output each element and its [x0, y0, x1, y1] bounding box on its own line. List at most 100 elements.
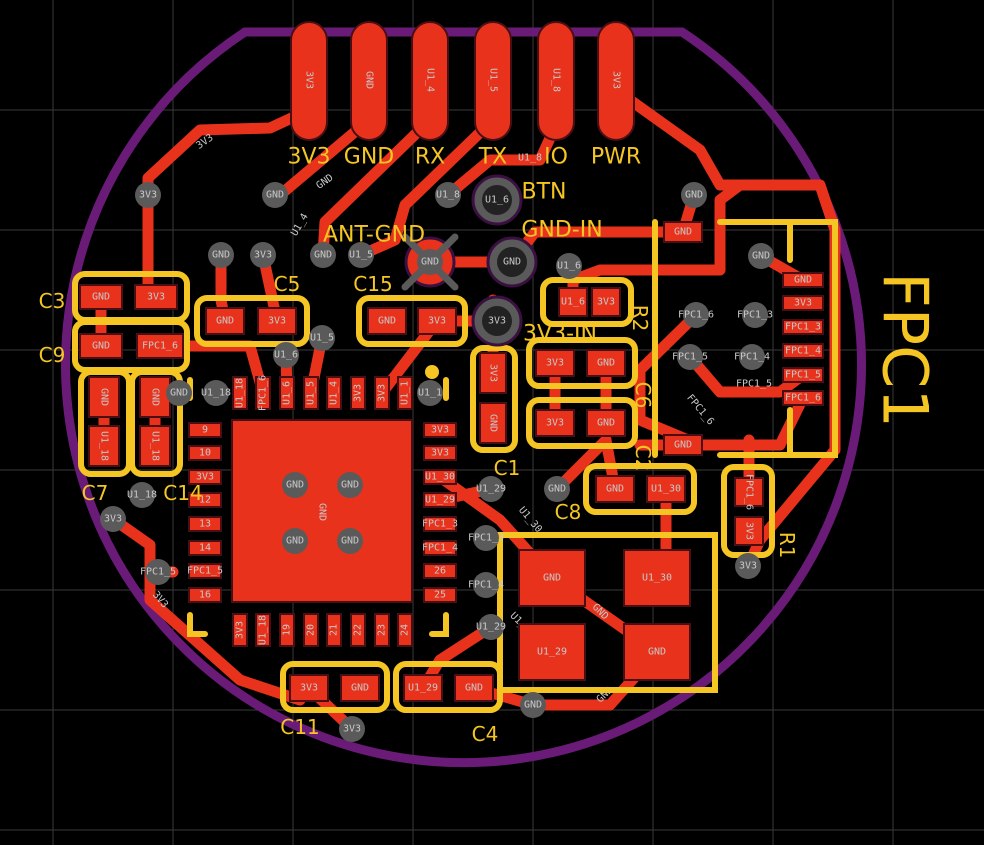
smd-pad[interactable] — [734, 516, 764, 546]
qfn-pin-bottom[interactable] — [279, 613, 295, 647]
via[interactable] — [129, 482, 155, 508]
via[interactable] — [478, 614, 504, 640]
trace[interactable] — [355, 114, 499, 261]
qfn-pin-left[interactable] — [188, 587, 222, 603]
via[interactable] — [250, 242, 276, 268]
qfn-pin-right[interactable] — [423, 422, 457, 438]
via[interactable] — [310, 242, 336, 268]
smd-pad[interactable] — [586, 349, 626, 377]
qfn-pin-bottom[interactable] — [255, 613, 271, 647]
qfn-pin-left[interactable] — [188, 563, 222, 579]
qfn-pin-left[interactable] — [188, 469, 222, 485]
header-pin-3[interactable] — [411, 21, 449, 141]
header-pin-6[interactable] — [597, 21, 635, 141]
smd-pad[interactable] — [663, 434, 703, 456]
qfn-pin-left[interactable] — [188, 540, 222, 556]
qfn-pin-left[interactable] — [188, 445, 222, 461]
smd-pad[interactable] — [595, 475, 635, 503]
header-pin-4[interactable] — [474, 21, 512, 141]
qfn-pin-bottom[interactable] — [350, 613, 366, 647]
smd-pad[interactable] — [782, 319, 824, 335]
via[interactable] — [735, 553, 761, 579]
smd-pad[interactable] — [782, 343, 824, 359]
qfn-pin-top[interactable] — [232, 376, 248, 410]
smd-pad[interactable] — [205, 307, 245, 335]
smd-pad[interactable] — [623, 549, 691, 607]
smd-pad[interactable] — [79, 333, 123, 359]
qfn-pin-right[interactable] — [423, 516, 457, 532]
trace[interactable] — [107, 513, 306, 706]
trace[interactable] — [142, 104, 315, 296]
qfn-pin-bottom[interactable] — [232, 613, 248, 647]
qfn-pin-top[interactable] — [326, 376, 342, 410]
smd-pad[interactable] — [734, 477, 764, 507]
qfn-pin-bottom[interactable] — [374, 613, 390, 647]
via[interactable] — [473, 525, 499, 551]
via[interactable] — [520, 692, 546, 718]
qfn-pin-top[interactable] — [303, 376, 319, 410]
smd-pad[interactable] — [518, 549, 586, 607]
qfn-pin-left[interactable] — [188, 516, 222, 532]
trace[interactable] — [567, 179, 746, 308]
via[interactable] — [262, 182, 288, 208]
smd-pad[interactable] — [782, 367, 824, 383]
via[interactable] — [435, 182, 461, 208]
via[interactable] — [135, 182, 161, 208]
qfn-pin-bottom[interactable] — [397, 613, 413, 647]
via[interactable] — [417, 380, 443, 406]
smd-pad[interactable] — [782, 295, 824, 311]
smd-pad[interactable] — [535, 349, 575, 377]
qfn-pin-top[interactable] — [350, 376, 366, 410]
header-pin-5[interactable] — [537, 21, 575, 141]
via[interactable] — [100, 506, 126, 532]
smd-pad[interactable] — [479, 352, 507, 394]
via[interactable] — [683, 302, 709, 328]
via[interactable] — [478, 476, 504, 502]
smd-pad[interactable] — [623, 623, 691, 681]
smd-pad[interactable] — [646, 475, 686, 503]
header-pin-2[interactable] — [350, 21, 388, 141]
qfn-pin-right[interactable] — [423, 540, 457, 556]
smd-pad[interactable] — [782, 390, 824, 406]
qfn-pin-bottom[interactable] — [326, 613, 342, 647]
via[interactable] — [337, 472, 363, 498]
smd-pad[interactable] — [454, 674, 494, 702]
via[interactable] — [145, 559, 171, 585]
smd-pad[interactable] — [558, 287, 588, 317]
via[interactable] — [473, 572, 499, 598]
smd-pad[interactable] — [586, 409, 626, 437]
via[interactable] — [348, 242, 374, 268]
via[interactable] — [748, 243, 774, 269]
smd-pad[interactable] — [518, 623, 586, 681]
qfn-pin-left[interactable] — [188, 422, 222, 438]
qfn-pin-right[interactable] — [423, 469, 457, 485]
smd-pad[interactable] — [139, 425, 171, 467]
smd-pad[interactable] — [134, 284, 178, 310]
qfn-pin-top[interactable] — [279, 376, 295, 410]
qfn-pin-right[interactable] — [423, 445, 457, 461]
via[interactable] — [282, 528, 308, 554]
smd-pad[interactable] — [88, 376, 120, 418]
qfn-pin-right[interactable] — [423, 587, 457, 603]
qfn-pin-top[interactable] — [397, 376, 413, 410]
smd-pad[interactable] — [340, 674, 380, 702]
via[interactable] — [339, 716, 365, 742]
via[interactable] — [681, 182, 707, 208]
via[interactable] — [203, 380, 229, 406]
qfn-pin-right[interactable] — [423, 492, 457, 508]
via[interactable] — [556, 253, 582, 279]
via[interactable] — [739, 344, 765, 370]
smd-pad[interactable] — [663, 221, 703, 243]
smd-pad[interactable] — [257, 307, 297, 335]
via[interactable] — [337, 528, 363, 554]
qfn-pin-top[interactable] — [255, 376, 271, 410]
via[interactable] — [208, 242, 234, 268]
via[interactable] — [544, 476, 570, 502]
qfn-exposed-pad[interactable] — [231, 419, 413, 603]
trace[interactable] — [684, 351, 809, 398]
smd-pad[interactable] — [79, 284, 123, 310]
smd-pad[interactable] — [782, 272, 824, 288]
smd-pad[interactable] — [139, 376, 171, 418]
smd-pad[interactable] — [88, 425, 120, 467]
